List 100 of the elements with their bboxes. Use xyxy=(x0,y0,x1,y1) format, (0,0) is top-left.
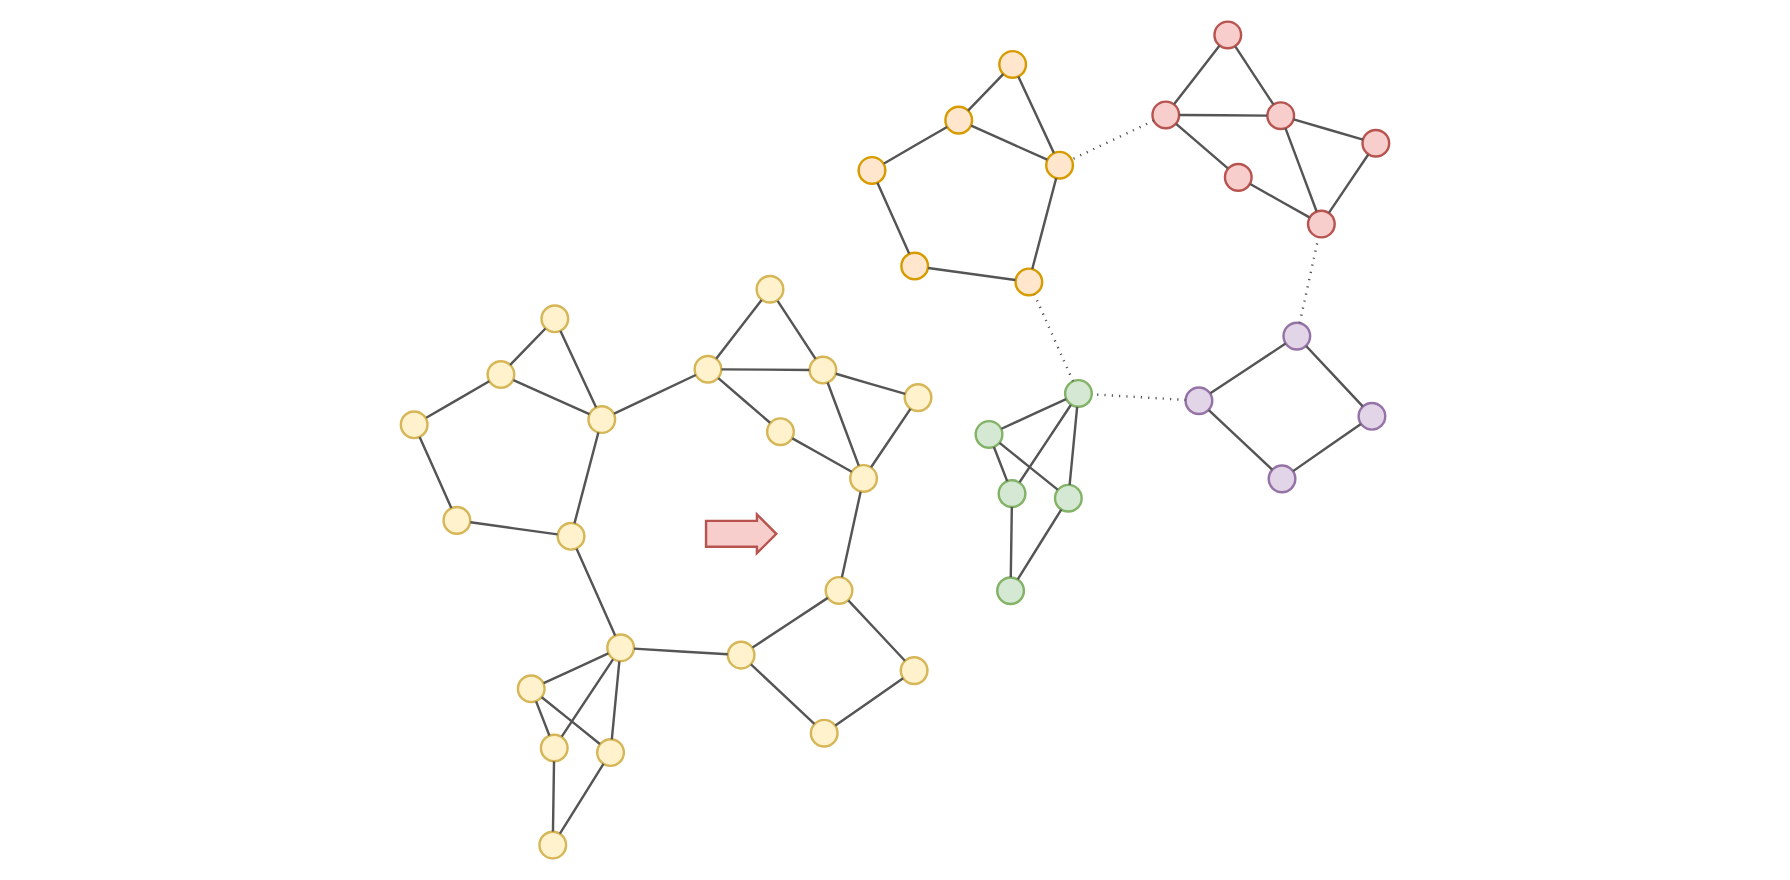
connector xyxy=(534,700,551,736)
connector xyxy=(1293,118,1364,141)
node-circle xyxy=(1063,378,1093,408)
connector xyxy=(967,73,1005,112)
connector xyxy=(1017,76,1055,154)
connector xyxy=(1234,45,1275,106)
connector xyxy=(1305,345,1364,408)
node-circle xyxy=(1213,20,1243,50)
connector xyxy=(992,446,1009,482)
connector xyxy=(1298,237,1320,324)
connector xyxy=(715,299,763,360)
connector xyxy=(721,368,810,372)
node-circle xyxy=(1357,401,1387,431)
node-circle xyxy=(1267,464,1297,494)
connector xyxy=(1018,404,1072,483)
connector xyxy=(834,677,904,727)
connector xyxy=(1009,507,1014,578)
node-circle xyxy=(726,640,756,670)
connector xyxy=(883,125,948,165)
node-circle xyxy=(399,410,429,440)
connector xyxy=(1209,342,1287,395)
node-circle xyxy=(596,738,626,768)
node-circle xyxy=(1306,209,1336,239)
node-circle xyxy=(996,576,1026,606)
connector xyxy=(575,548,617,636)
connector xyxy=(512,378,590,416)
connector xyxy=(1249,182,1311,219)
node-circle xyxy=(997,479,1027,509)
connector xyxy=(776,300,817,360)
node-circle xyxy=(538,830,568,860)
node-circle xyxy=(857,155,887,185)
connector xyxy=(1033,293,1075,382)
node-circle xyxy=(442,505,472,535)
node-circle xyxy=(808,355,838,385)
node-circle xyxy=(1151,100,1181,130)
connector xyxy=(1016,508,1063,580)
node-circle xyxy=(755,274,785,304)
connector xyxy=(634,647,728,656)
node-arrow xyxy=(704,511,778,557)
connector xyxy=(1071,119,1155,161)
connector xyxy=(1173,44,1221,106)
node-circle xyxy=(1266,101,1296,131)
connector xyxy=(509,327,547,366)
connector xyxy=(1179,113,1268,117)
connector xyxy=(717,377,771,424)
node-circle xyxy=(539,733,569,763)
node-circle xyxy=(587,405,617,435)
node-circle xyxy=(1361,128,1391,158)
node-circle xyxy=(1282,321,1312,351)
node-circle xyxy=(899,656,929,686)
node-circle xyxy=(486,359,516,389)
connector xyxy=(418,436,453,509)
connector xyxy=(551,761,556,832)
node-circle xyxy=(900,251,930,281)
node-circle xyxy=(944,105,974,135)
node-circle xyxy=(998,49,1028,79)
node-circle xyxy=(809,718,839,748)
node-circle xyxy=(974,419,1004,449)
connector xyxy=(998,441,1059,491)
node-circle xyxy=(556,521,586,551)
node-circle xyxy=(765,417,795,447)
connector xyxy=(750,663,816,725)
connector xyxy=(425,380,490,419)
connector xyxy=(613,373,697,415)
node-circle xyxy=(606,633,636,663)
connector xyxy=(610,661,621,740)
connector xyxy=(1327,153,1370,214)
connector xyxy=(1000,398,1067,430)
connector xyxy=(470,521,558,536)
node-circle xyxy=(903,383,933,413)
node-circle xyxy=(1184,386,1214,416)
node-circle xyxy=(516,674,546,704)
node-circle xyxy=(1045,150,1075,180)
connector xyxy=(847,599,906,662)
connector xyxy=(1284,127,1318,212)
connector xyxy=(543,652,609,685)
connector xyxy=(1031,177,1058,270)
connector xyxy=(1068,406,1079,486)
node-circle xyxy=(849,463,879,493)
connector xyxy=(826,382,860,466)
connector xyxy=(1207,409,1273,471)
connector xyxy=(870,408,912,468)
connector xyxy=(876,182,911,255)
connector xyxy=(1175,122,1229,170)
connector xyxy=(560,658,615,738)
node-circle xyxy=(824,575,854,605)
connector xyxy=(559,330,598,408)
node-circle xyxy=(1053,483,1083,513)
node-circle xyxy=(693,354,723,384)
node-circle xyxy=(540,304,570,334)
connector xyxy=(970,124,1048,161)
node-circle xyxy=(1014,267,1044,297)
connector xyxy=(573,432,600,524)
connector xyxy=(1292,422,1362,473)
connector xyxy=(541,696,601,745)
connector xyxy=(928,266,1016,282)
connector xyxy=(1091,393,1186,402)
connector xyxy=(791,437,853,473)
connector xyxy=(840,491,862,578)
connector xyxy=(558,763,605,835)
